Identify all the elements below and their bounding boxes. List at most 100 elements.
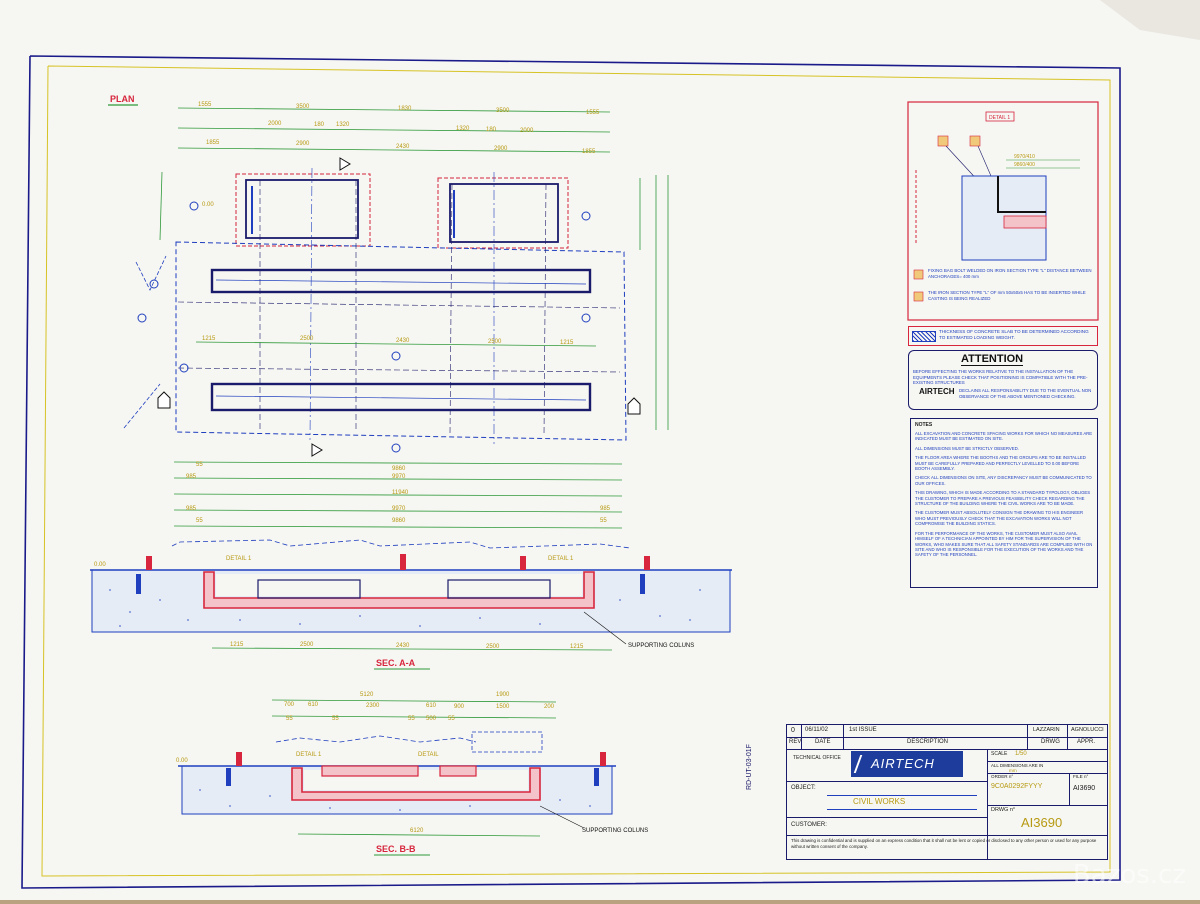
notes-list: ALL EXCAVATION AND CONCRETE SPACING WORK…	[915, 431, 1093, 562]
dim-text: 985	[186, 474, 197, 480]
object-value: CIVIL WORKS	[853, 797, 906, 806]
order-label: ORDER n°	[991, 774, 1014, 779]
airtech-logo: AIRTECH	[851, 751, 963, 777]
dim-text: 1320	[336, 122, 350, 128]
dim-text: 55	[600, 518, 607, 524]
drwn-name: LAZZARIN	[1033, 727, 1060, 733]
dim-text: 0.00	[202, 202, 214, 208]
file-value: AI3690	[1073, 785, 1096, 792]
dim-text: 900	[454, 704, 465, 710]
dim-text: 1855	[582, 149, 596, 155]
dim-text: 1855	[206, 140, 220, 146]
dim-text: 55	[408, 716, 415, 722]
title-block: 0 06/11/02 1st ISSUE LAZZARIN AGNOLUCCI …	[786, 724, 1108, 860]
note-item: THE FLOOR AREA WHERE THE BOOTHS AND THE …	[915, 455, 1086, 472]
section-a-view	[90, 539, 732, 651]
inner-frame	[41, 65, 1111, 877]
plan-title: PLAN	[110, 94, 135, 104]
section-a-labels: DETAIL 1 DETAIL 1 SUPPORTING COLUNS 0.00…	[94, 556, 694, 650]
col-appr: APPR.	[1077, 739, 1096, 745]
dim-text: 9860	[392, 518, 406, 524]
dim-text: 55	[332, 716, 339, 722]
hatch-swatch	[912, 331, 936, 342]
logo-text: AIRTECH	[871, 756, 935, 771]
support-label: SUPPORTING COLUNS	[628, 643, 694, 649]
attention-line-2: DECLAINS ALL RESPONSABILITY DUE TO THE E…	[959, 388, 1092, 399]
drwg-value: AI3690	[1021, 815, 1063, 830]
elevation-label: 0.00	[94, 562, 106, 568]
dim-text: 6120	[410, 828, 424, 834]
notes-title: NOTES	[915, 422, 933, 428]
dim-text: 1215	[202, 336, 216, 342]
col-drwn: DRWG	[1041, 739, 1060, 745]
detail-box	[907, 101, 1099, 321]
section-b-view	[178, 699, 616, 837]
dim-text: 9860/400	[1014, 162, 1035, 168]
file-label: FILE n°	[1073, 774, 1089, 779]
scale-value: 1/50	[1015, 751, 1027, 757]
dim-text: 180	[486, 127, 497, 133]
dim-text: 9970	[392, 474, 406, 480]
side-drawing-code: RD-UT-03-01F	[746, 744, 753, 790]
dim-text: 55	[196, 462, 203, 468]
detail-label: DETAIL 1	[296, 752, 322, 758]
dim-text: 55	[448, 716, 455, 722]
section-b-labels: 5120 1900 700 610 2300 610 900 1500 200 …	[176, 692, 648, 834]
note-item: ALL DIMENSIONS MUST BE STRICTLY OBSERVED…	[915, 445, 1019, 451]
section-a-title: SEC. A-A	[376, 658, 416, 668]
dim-text: 5120	[360, 692, 374, 698]
dim-text: 700	[284, 702, 295, 708]
dim-text: 985	[186, 506, 197, 512]
drwg-label: DRWG n°	[991, 807, 1016, 813]
elevation-label: 0.00	[176, 758, 188, 764]
rev-issue: 1st ISSUE	[849, 727, 877, 733]
detail-box-text: DETAIL 1 9970/410 9860/400	[989, 115, 1035, 168]
section-b-title: SEC. B-B	[376, 844, 416, 854]
attention-line-1: BEFORE EFFECTING THE WORKS RELATIVE TO T…	[913, 369, 1088, 386]
dims-label: ALL DIMENSIONS ARE IN	[991, 763, 1044, 768]
detail-note-1: FIXING BAG BOLT WELDED ON IRON SECTION T…	[928, 268, 1092, 279]
dim-text: 2000	[520, 128, 534, 134]
dim-text: 1215	[570, 644, 584, 650]
dim-text: 180	[314, 122, 325, 128]
detail-box-title: DETAIL 1	[989, 115, 1010, 121]
dim-text: 9970	[392, 506, 406, 512]
dim-text: 2430	[396, 338, 410, 344]
dim-text: 2500	[488, 339, 502, 345]
dim-text: 500	[426, 716, 437, 722]
dim-text: 55	[286, 716, 293, 722]
dim-text: 610	[308, 702, 319, 708]
dim-text: 2500	[300, 336, 314, 342]
note-item: FOR THE PERFORMANCE OF THE WORKS, THE CU…	[915, 530, 1093, 558]
dim-text: 55	[196, 518, 203, 524]
attention-box: ATTENTION BEFORE EFFECTING THE WORKS REL…	[908, 350, 1098, 410]
dim-text: 1500	[496, 704, 510, 710]
rev-date: 06/11/02	[805, 727, 828, 733]
dim-text: 2300	[366, 703, 380, 709]
support-label: SUPPORTING COLUNS	[582, 828, 648, 834]
plan-view	[123, 107, 669, 529]
dim-text: 2500	[300, 642, 314, 648]
dim-text: 1555	[198, 102, 212, 108]
dim-text: 9970/410	[1014, 154, 1035, 160]
order-value: 9C0A0292FYYY	[991, 783, 1043, 790]
dim-text: 2430	[396, 643, 410, 649]
object-label: OBJECT:	[791, 785, 816, 791]
dim-text: 200	[544, 704, 555, 710]
dim-text: 1900	[496, 692, 510, 698]
dim-text: 1215	[560, 340, 574, 346]
confidential-text: This drawing is confidential and is supp…	[791, 838, 1097, 849]
attention-brand: AIRTECH	[919, 387, 955, 396]
col-rev: REV.	[789, 739, 803, 745]
dim-text: 610	[426, 703, 437, 709]
dim-text: 2000	[268, 121, 282, 127]
dim-text: 3500	[496, 108, 510, 114]
dim-text: 3500	[296, 104, 310, 110]
dim-text: 2900	[494, 146, 508, 152]
dim-text: 9860	[392, 466, 406, 472]
notes-box: NOTES ALL EXCAVATION AND CONCRETE SPACIN…	[910, 418, 1098, 588]
note-item: CHECK ALL DIMENSIONS ON SITE, ANY DISCRE…	[915, 475, 1092, 486]
dim-text: 2900	[296, 141, 310, 147]
dim-text: 1320	[456, 126, 470, 132]
